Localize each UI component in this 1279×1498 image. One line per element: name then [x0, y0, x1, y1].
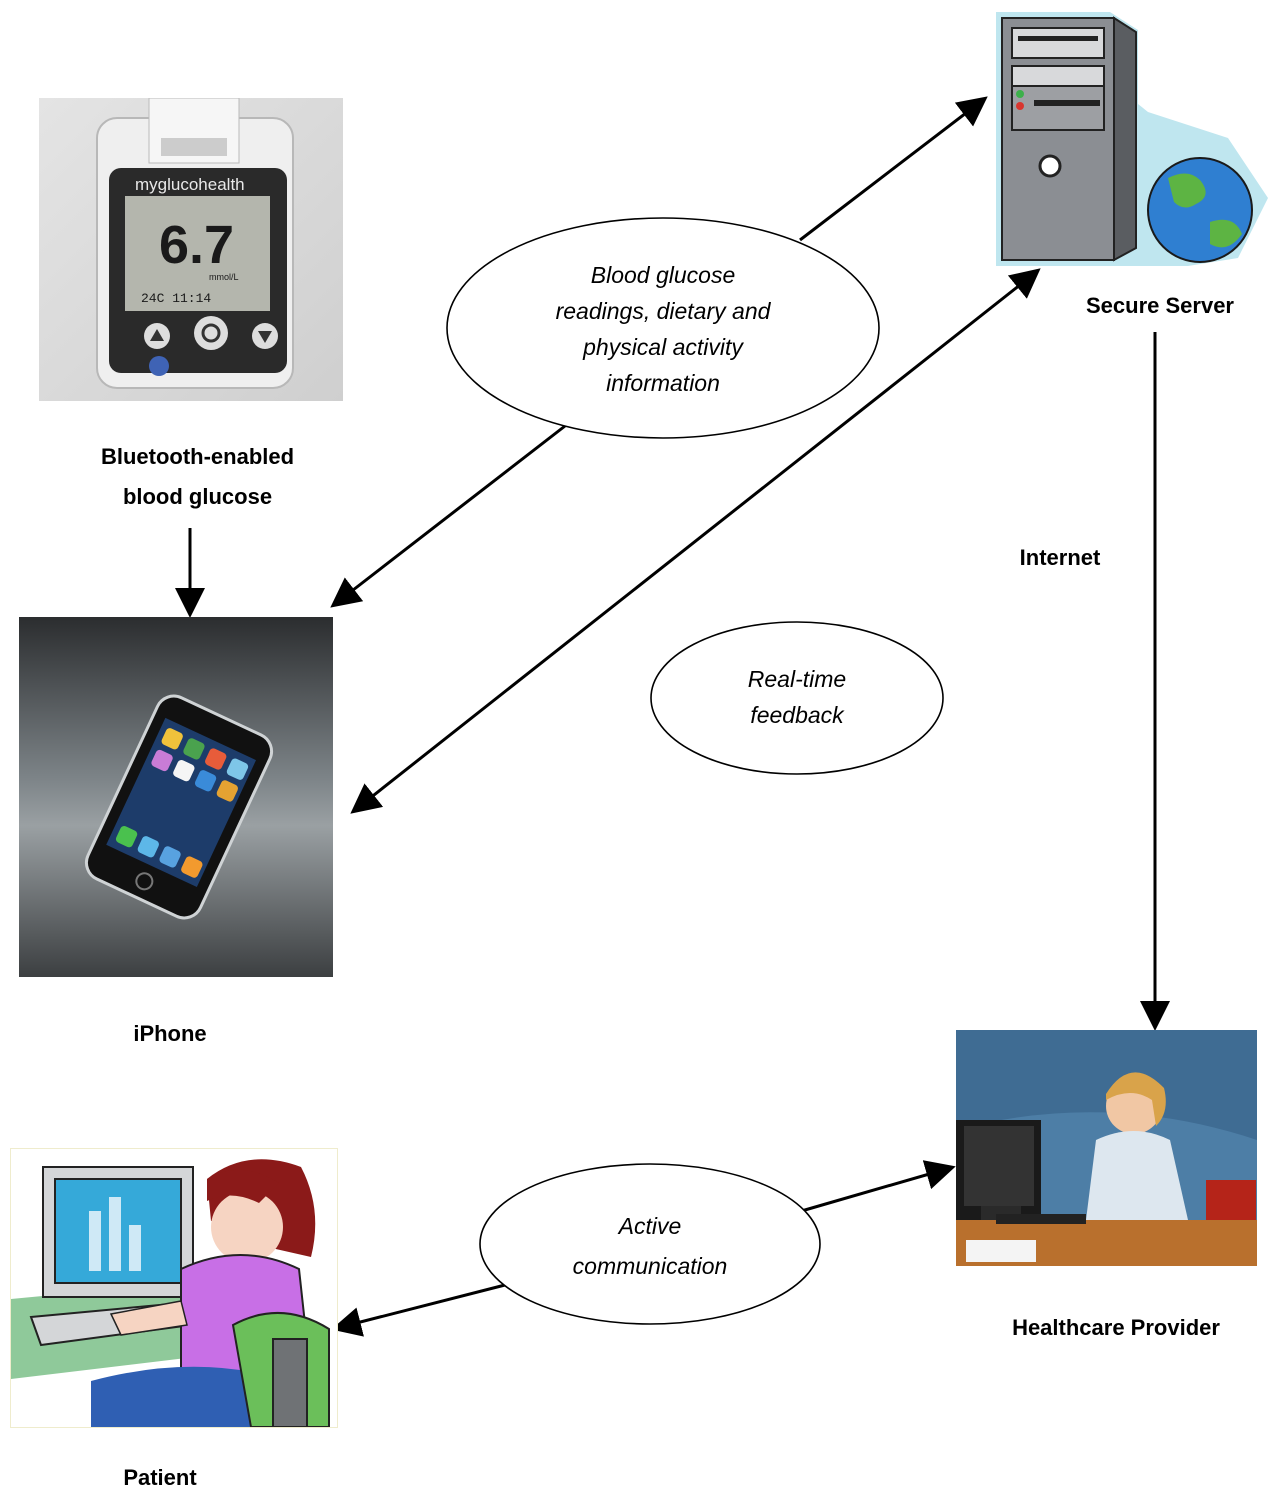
arrow-to-provider	[797, 1160, 956, 1214]
iphone-image	[19, 617, 333, 977]
patient-image	[10, 1148, 338, 1428]
provider-label: Healthcare Provider	[1012, 1315, 1220, 1340]
data-oval-line1: Blood glucose	[590, 262, 736, 288]
communication-oval-text: Active communication	[500, 1206, 800, 1286]
arrow-to-patient	[331, 1283, 506, 1337]
communication-oval-line1: Active	[618, 1213, 682, 1239]
arrow-oval-to-iphone	[330, 424, 566, 608]
meter-label: Bluetooth-enabled blood glucose	[70, 437, 325, 517]
patient-label: Patient	[123, 1465, 197, 1490]
feedback-oval	[650, 621, 944, 775]
healthcare-provider-image	[956, 1030, 1257, 1266]
feedback-oval-text: Real-time feedback	[676, 661, 918, 733]
meter-display-value: 6.7	[159, 215, 234, 275]
arrow-to-server-top	[1007, 268, 1041, 299]
communication-oval-line2: communication	[572, 1253, 728, 1279]
communication-oval	[479, 1163, 821, 1325]
data-oval-line2: readings, dietary and	[555, 298, 771, 324]
arrow-iphone-to-server	[799, 96, 988, 242]
meter-label-line1: Bluetooth-enabled	[100, 444, 295, 469]
arrow-server-to-iphone-feedback	[350, 275, 1031, 814]
meter-brand-text: myglucohealth	[135, 175, 245, 194]
internet-label: Internet	[1019, 545, 1101, 570]
iphone-label: iPhone	[133, 1021, 207, 1046]
glucose-meter-image: myglucohealth 6.7 mmol/L 24C 11:14	[39, 97, 343, 401]
data-oval	[446, 217, 880, 439]
server-image	[988, 8, 1268, 270]
data-oval-line3: physical activity	[583, 334, 743, 360]
meter-display-info: 24C 11:14	[141, 291, 211, 306]
data-oval-line4: information	[606, 370, 720, 396]
feedback-oval-line1: Real-time	[747, 666, 847, 692]
meter-label-line2: blood glucose	[122, 484, 273, 509]
meter-display-unit: mmol/L	[209, 272, 239, 282]
server-label: Secure Server	[1086, 293, 1234, 318]
data-oval-text: Blood glucose readings, dietary and phys…	[470, 257, 856, 401]
feedback-oval-line2: feedback	[750, 702, 844, 728]
